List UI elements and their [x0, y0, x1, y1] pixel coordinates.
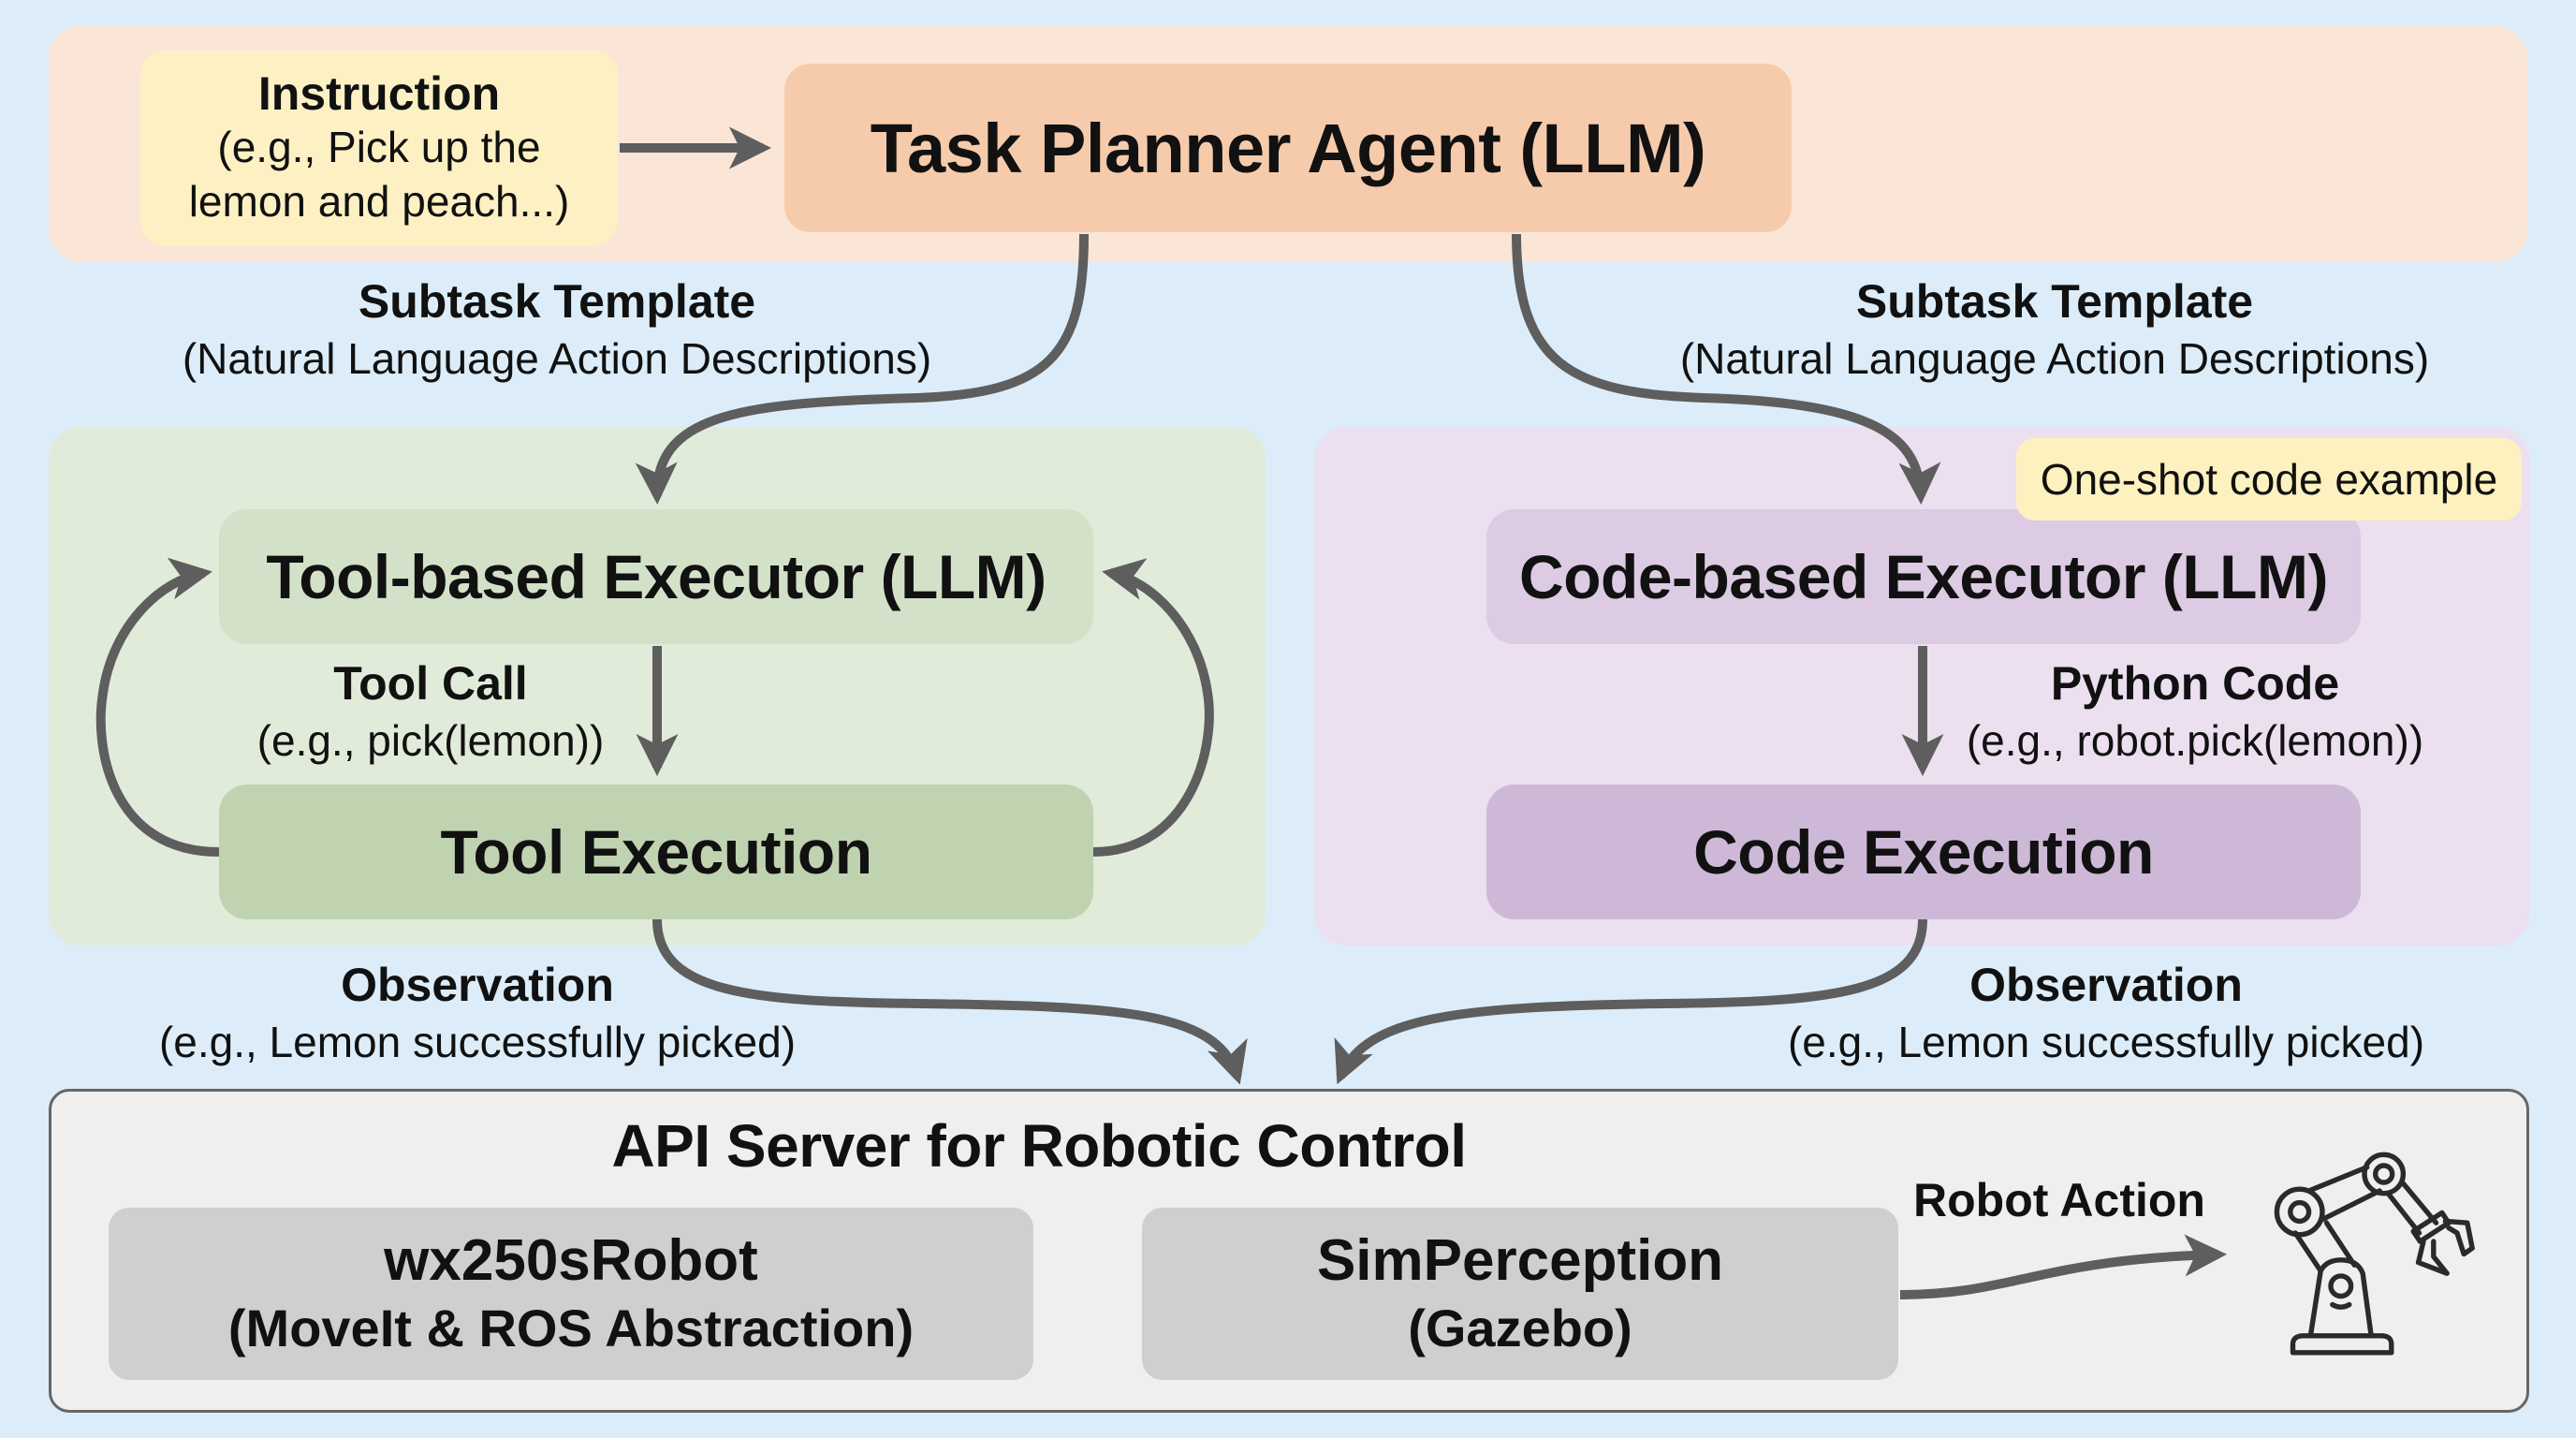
task-planner-agent-title: Task Planner Agent (LLM) — [870, 109, 1706, 187]
tool-based-executor-box: Tool-based Executor (LLM) — [219, 509, 1093, 644]
robot-arm-icon — [2274, 1152, 2475, 1356]
code-execution-title: Code Execution — [1693, 817, 2154, 887]
robot-arm-base — [2290, 1333, 2394, 1356]
code-based-executor-title: Code-based Executor (LLM) — [1519, 542, 2328, 611]
robot-arm-gripper — [2415, 1218, 2475, 1276]
tool-call-title: Tool Call — [333, 657, 528, 710]
sim-perception-detail: (Gazebo) — [1408, 1299, 1632, 1358]
sim-perception-title: SimPerception — [1316, 1227, 1724, 1293]
instruction-line-1: (e.g., Pick up the — [217, 123, 541, 172]
robot-arm-elbow-joint — [2362, 1152, 2407, 1196]
tool-call-label: Tool Call (e.g., pick(lemon)) — [215, 655, 646, 767]
task-planner-agent-box: Task Planner Agent (LLM) — [784, 64, 1792, 232]
python-code-detail: (e.g., robot.pick(lemon)) — [1966, 716, 2424, 765]
instruction-line-2: lemon and peach...) — [188, 176, 570, 226]
observation-left-title: Observation — [341, 959, 614, 1011]
observation-label-left: Observation (e.g., Lemon successfully pi… — [122, 957, 833, 1068]
subtask-left-detail: (Natural Language Action Descriptions) — [182, 334, 932, 383]
robot-arm-shoulder-joint — [2274, 1186, 2325, 1238]
tool-based-executor-title: Tool-based Executor (LLM) — [266, 542, 1046, 611]
instruction-box: Instruction (e.g., Pick up the lemon and… — [140, 51, 618, 245]
one-shot-code-example-note: One-shot code example — [2016, 438, 2522, 521]
subtask-right-title: Subtask Template — [1855, 275, 2254, 328]
api-server-title-text: API Server for Robotic Control — [611, 1112, 1467, 1180]
tool-call-detail: (e.g., pick(lemon)) — [256, 716, 605, 765]
subtask-label-right: Subtask Template (Natural Language Actio… — [1619, 273, 2490, 385]
instruction-title: Instruction — [257, 66, 501, 120]
robot-action-text: Robot Action — [1913, 1174, 2205, 1226]
sim-perception-box: SimPerception (Gazebo) — [1142, 1208, 1898, 1380]
observation-left-detail: (e.g., Lemon successfully picked) — [158, 1018, 797, 1066]
one-shot-code-example-label: One-shot code example — [2040, 455, 2498, 504]
wx250s-robot-box: wx250sRobot (MoveIt & ROS Abstraction) — [109, 1208, 1033, 1380]
wx250s-robot-detail: (MoveIt & ROS Abstraction) — [227, 1299, 915, 1358]
tool-execution-title: Tool Execution — [440, 817, 872, 887]
subtask-left-title: Subtask Template — [358, 275, 756, 328]
robot-arm-lower-link — [2292, 1220, 2357, 1274]
code-based-executor-box: Code-based Executor (LLM) — [1486, 509, 2361, 644]
robot-arm-wrist — [2410, 1210, 2452, 1244]
api-server-title: API Server for Robotic Control — [524, 1110, 1554, 1182]
robot-arm-pedestal — [2307, 1257, 2374, 1339]
observation-label-right: Observation (e.g., Lemon successfully pi… — [1750, 957, 2462, 1068]
robot-arm-forearm — [2385, 1180, 2439, 1236]
subtask-label-left: Subtask Template (Natural Language Actio… — [122, 273, 992, 385]
observation-right-detail: (e.g., Lemon successfully picked) — [1787, 1018, 2425, 1066]
tool-execution-box: Tool Execution — [219, 785, 1093, 919]
subtask-right-detail: (Natural Language Action Descriptions) — [1679, 334, 2430, 383]
robot-action-label: Robot Action — [1900, 1172, 2218, 1228]
code-execution-box: Code Execution — [1486, 785, 2361, 919]
observation-right-title: Observation — [1969, 959, 2243, 1011]
python-code-title: Python Code — [2050, 657, 2340, 710]
robot-arm-pedestal-joint — [2328, 1273, 2354, 1299]
python-code-label: Python Code (e.g., robot.pick(lemon)) — [1947, 655, 2443, 767]
wx250s-robot-title: wx250sRobot — [384, 1227, 758, 1293]
robot-arm-upper-link — [2305, 1165, 2382, 1224]
